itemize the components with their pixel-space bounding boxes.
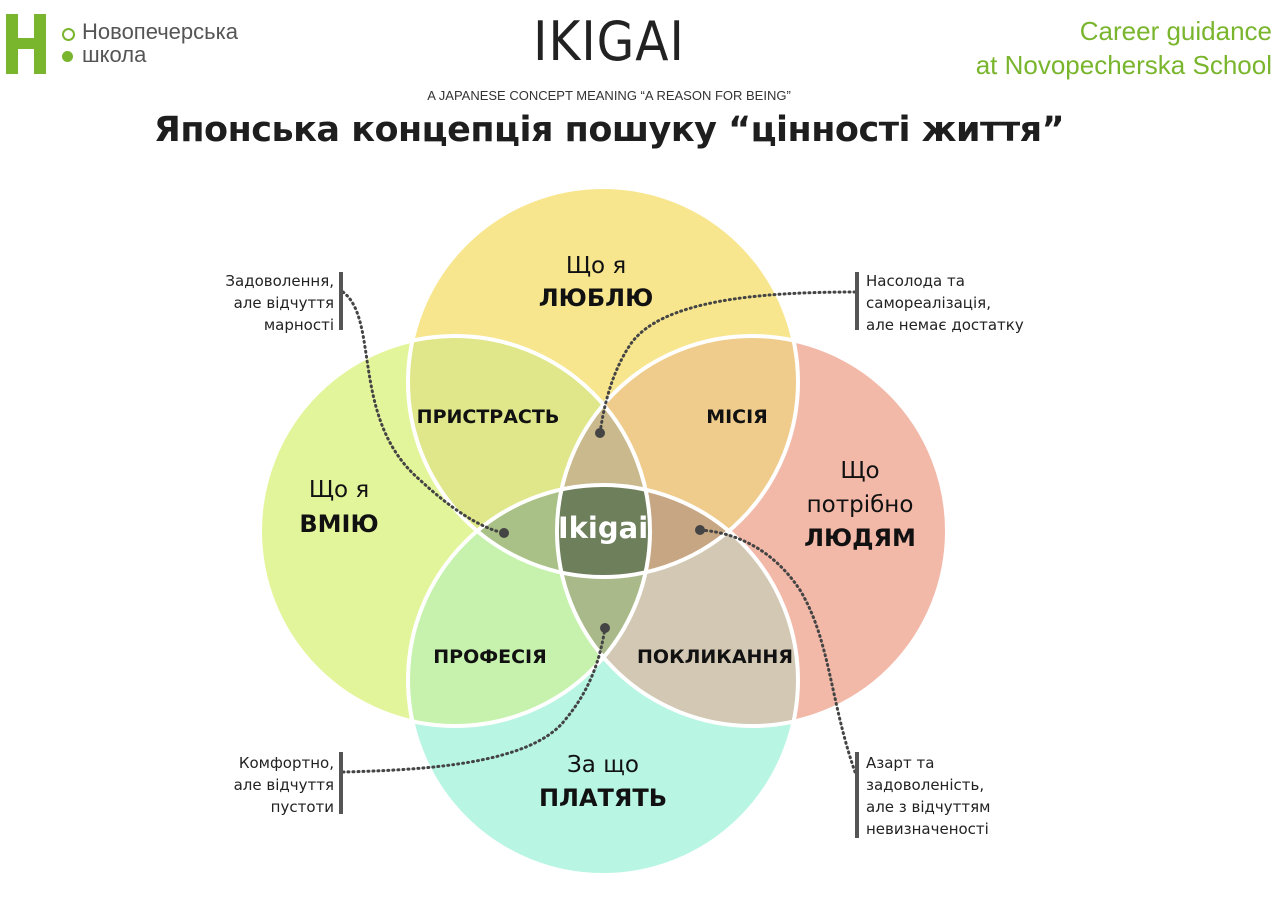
note-bottom-right-2: задоволеність, <box>866 776 985 794</box>
paid-line2: ПЛАТЯТЬ <box>539 784 667 812</box>
note-bottom-left: Комфортно, але відчуття пустоти <box>234 752 334 818</box>
love-line1: Що я <box>566 253 626 279</box>
note-bottom-right: Азарт та задоволеність, але з відчуттям … <box>866 752 990 840</box>
label-center: Ikigai <box>558 511 648 545</box>
page-title: IKIGAI <box>533 10 685 73</box>
note-top-left: Задоволення, але відчуття марності <box>225 270 334 336</box>
label-vocation: ПОКЛИКАННЯ <box>637 646 793 668</box>
skill-line2: ВМІЮ <box>299 510 378 538</box>
note-top-left-2: але відчуття <box>233 294 334 312</box>
logo-ring-icon <box>62 28 75 41</box>
note-bottom-right-3: але з відчуттям <box>866 798 991 816</box>
note-bottom-right-4: невизначеності <box>866 820 989 838</box>
school-logo <box>6 14 56 74</box>
logo-text: Новопечерська школа <box>82 20 238 66</box>
logo-dots <box>60 24 76 64</box>
connector-top-left <box>341 290 506 535</box>
note-bar-top-left <box>339 272 343 330</box>
dot-top-right <box>595 428 605 438</box>
dot-top-left <box>499 528 509 538</box>
dot-bottom-left <box>600 623 610 633</box>
need-line1: Що <box>840 458 879 484</box>
connector-bottom-left <box>341 626 607 774</box>
career-line1: Career guidance <box>1079 16 1272 46</box>
note-bottom-left-1: Комфортно, <box>238 754 334 772</box>
label-profession: ПРОФЕСІЯ <box>433 646 546 668</box>
connector-lines <box>341 290 857 774</box>
logo-h-icon <box>6 14 46 74</box>
connector-dots <box>499 428 705 633</box>
note-top-right-1: Насолода та <box>866 272 965 290</box>
note-bar-bottom-right <box>855 752 859 838</box>
connector-top-right <box>598 290 857 435</box>
love-line2: ЛЮБЛЮ <box>539 284 654 312</box>
note-top-right: Насолода та самореалізація, але немає до… <box>866 270 1024 336</box>
connector-bottom-right <box>698 528 857 774</box>
note-bottom-left-2: але відчуття <box>233 776 334 794</box>
career-guidance-text: Career guidance at Novopecherska School <box>976 14 1272 82</box>
skill-line1: Що я <box>309 477 369 503</box>
page-heading: Японська концепція пошуку “цінності житт… <box>153 110 1065 150</box>
logo-text-line1: Новопечерська <box>82 19 238 44</box>
career-line2: at Novopecherska School <box>975 50 1272 80</box>
dot-bottom-right <box>695 525 705 535</box>
need-line2: потрібно <box>807 492 914 518</box>
label-passion: ПРИСТРАСТЬ <box>417 406 560 428</box>
circle-outlines <box>258 185 949 877</box>
logo-dot-icon <box>62 51 73 62</box>
note-bottom-right-1: Азарт та <box>866 754 935 772</box>
page-subtitle: A JAPANESE CONCEPT MEANING “A REASON FOR… <box>427 88 791 103</box>
note-top-right-3: але немає достатку <box>866 316 1024 334</box>
note-bar-bottom-left <box>339 752 343 814</box>
note-top-right-2: самореалізація, <box>866 294 991 312</box>
need-line3: ЛЮДЯМ <box>804 524 916 552</box>
paid-line1: За що <box>567 752 639 778</box>
note-top-left-1: Задоволення, <box>225 272 334 290</box>
note-top-left-3: марності <box>263 316 334 334</box>
label-mission: МІСІЯ <box>706 406 768 428</box>
note-bar-top-right <box>855 272 859 330</box>
logo-text-line2: школа <box>82 42 147 67</box>
note-bottom-left-3: пустоти <box>270 798 334 816</box>
